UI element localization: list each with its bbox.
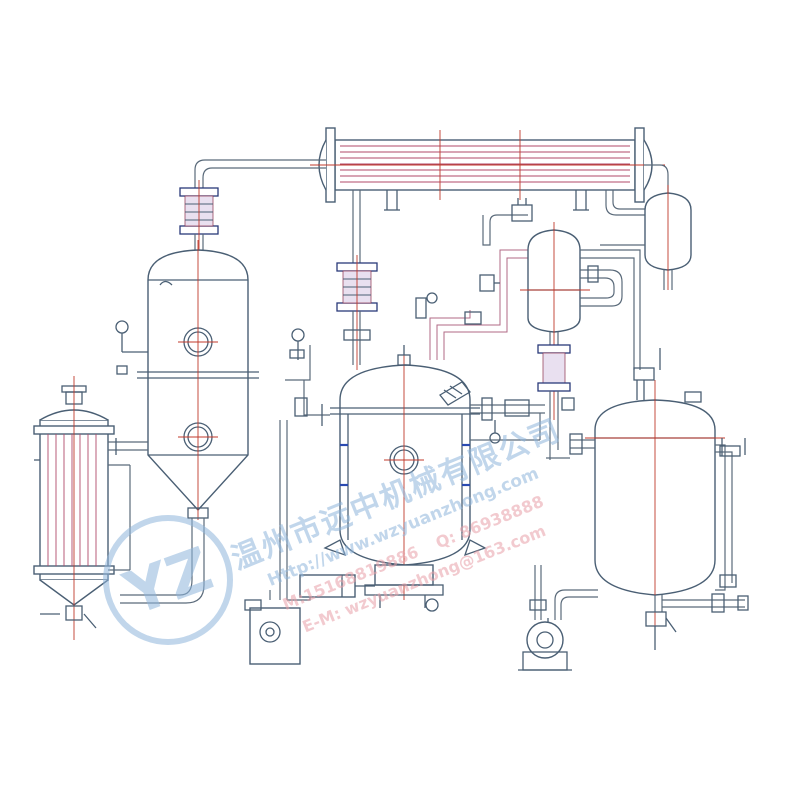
- return-pipeline: [415, 198, 533, 360]
- pressure-gauge-icon: [115, 320, 148, 375]
- company-logo: YZ: [103, 515, 233, 645]
- transfer-pump-icon: [518, 565, 598, 671]
- vacuum-pump-icon: [244, 574, 375, 665]
- vapor-separator: [600, 185, 692, 370]
- tank-left-valves: [279, 328, 330, 600]
- vapor-pipes: [194, 159, 669, 265]
- horizontal-condenser: [310, 127, 665, 211]
- extraction-tank: [323, 345, 487, 612]
- sight-glass-center: [336, 255, 378, 370]
- receiver-vessel: [520, 222, 630, 460]
- sight-glass-left: [179, 180, 219, 252]
- shell-tube-heater: [33, 376, 148, 640]
- tank-right-valves: [470, 397, 545, 444]
- receiving-tank: [546, 348, 749, 650]
- logo-letters: YZ: [115, 534, 222, 630]
- evaporator-column: [120, 240, 259, 604]
